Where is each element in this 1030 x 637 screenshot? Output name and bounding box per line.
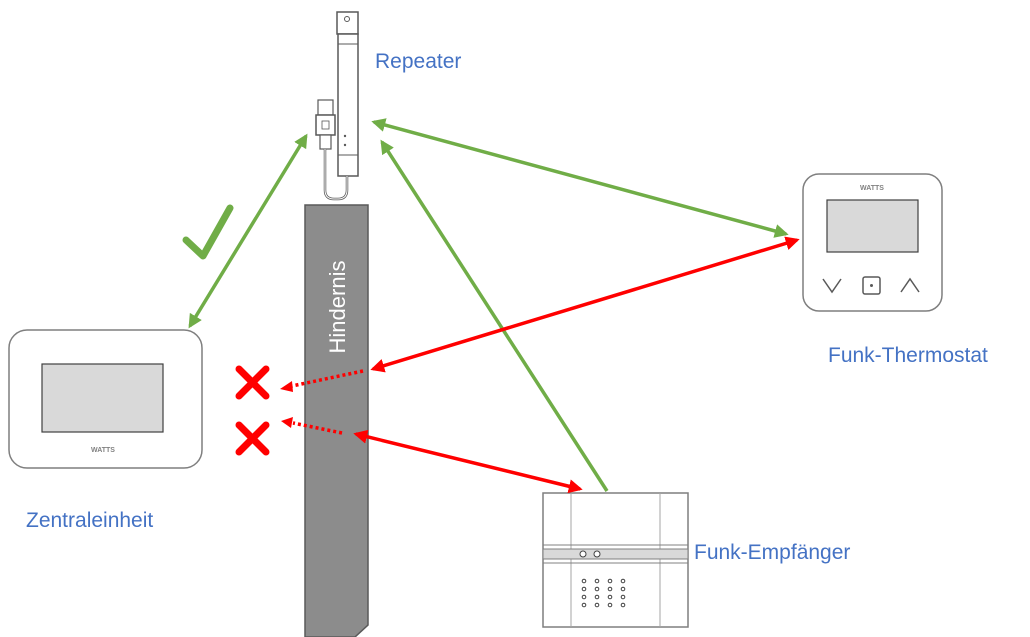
link-receiver-blocked (353, 429, 583, 494)
link-receiver-to-repeater (380, 139, 609, 492)
repeater-label: Repeater (375, 50, 462, 73)
thermostat-brand-text: WATTS (860, 185, 884, 192)
thermostat-device (802, 173, 943, 312)
central-unit-device (8, 329, 203, 469)
obstacle-wall (304, 204, 369, 637)
chevron-up-icon (900, 277, 920, 293)
link-receiver-blocked-dotted (292, 421, 343, 435)
chevron-down-icon (822, 278, 842, 294)
central-unit-brand-text: WATTS (91, 447, 115, 454)
check-mark-icon (182, 204, 234, 260)
obstacle-label: Hindernis (325, 260, 350, 354)
link-central-to-repeater (188, 133, 308, 329)
receiver-label: Funk-Empfänger (694, 541, 851, 564)
receiver-terminal-holes (581, 578, 626, 608)
link-repeater-to-thermostat (371, 118, 789, 238)
cross-mark-icon (235, 421, 270, 456)
receiver-device (542, 492, 689, 628)
cross-mark-icon (235, 365, 270, 400)
central-unit-label: Zentraleinheit (26, 509, 154, 532)
link-thermostat-blocked-arrowhead (280, 381, 293, 392)
select-button-icon (862, 276, 881, 295)
link-thermostat-blocked (370, 236, 800, 373)
thermostat-label: Funk-Thermostat (828, 344, 988, 367)
link-receiver-blocked-arrowhead (281, 417, 293, 428)
repeater-device (315, 11, 359, 201)
link-thermostat-blocked-dotted (291, 369, 364, 388)
